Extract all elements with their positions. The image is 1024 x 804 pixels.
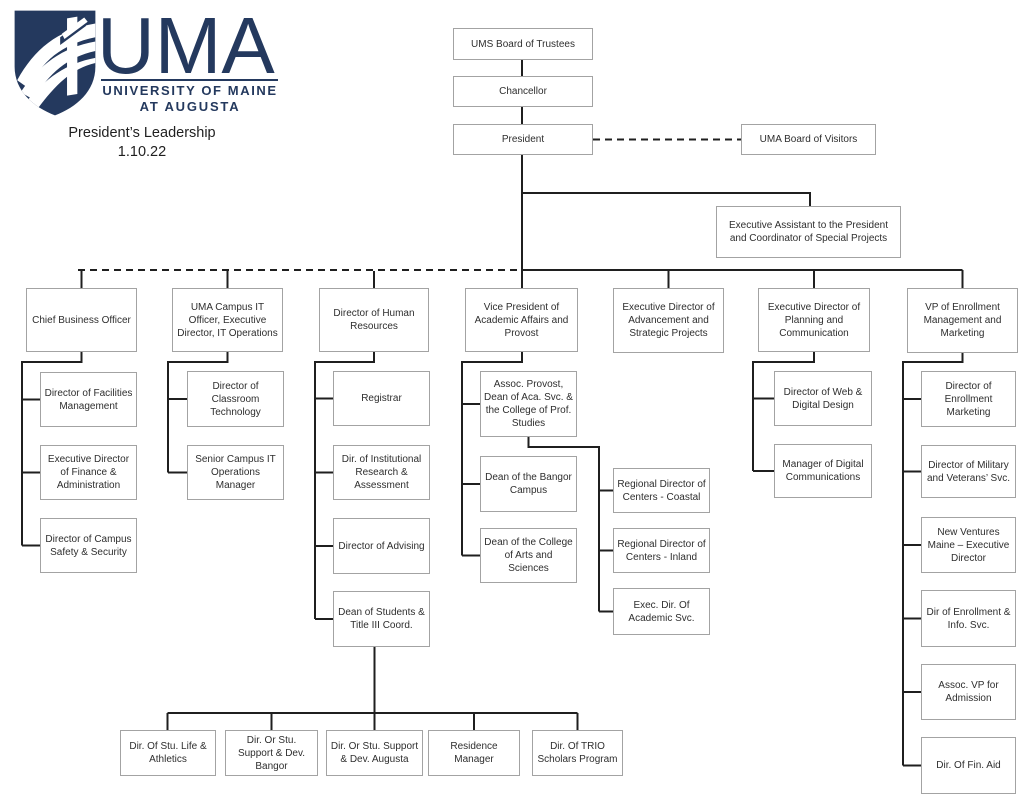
node-dean-of-students: Dean of Students & Title III Coord.: [333, 591, 430, 647]
chart-title-date: 1.10.22: [117, 143, 167, 160]
node-dir-trio-scholars: Dir. Of TRIO Scholars Program: [532, 730, 623, 776]
node-dir-student-life-athletics: Dir. Of Stu. Life & Athletics: [120, 730, 216, 776]
logo-university-line: UNIVERSITY OF MAINE: [102, 83, 278, 98]
node-senior-it-operations-manager: Senior Campus IT Operations Manager: [187, 445, 284, 500]
chart-title-heading: President’s Leadership: [68, 125, 216, 141]
node-dir-institutional-research: Dir. of Institutional Research & Assessm…: [333, 445, 430, 500]
node-uma-board-of-visitors: UMA Board of Visitors: [741, 124, 876, 155]
node-exec-dir-finance: Executive Director of Finance & Administ…: [40, 445, 137, 500]
node-vp-enrollment-management: VP of Enrollment Management and Marketin…: [907, 288, 1018, 353]
node-director-facilities: Director of Facilities Management: [40, 372, 137, 427]
node-regional-director-coastal: Regional Director of Centers - Coastal: [613, 468, 710, 513]
node-director-military-veterans: Director of Military and Veterans’ Svc.: [921, 445, 1016, 498]
node-director-classroom-technology: Director of Classroom Technology: [187, 371, 284, 427]
uma-wordmark: UMA: [97, 1, 275, 90]
logo-divider-rule: [101, 79, 278, 81]
node-director-enrollment-marketing: Director of Enrollment Marketing: [921, 371, 1016, 427]
node-chief-business-officer: Chief Business Officer: [26, 288, 137, 352]
node-dir-student-support-bangor: Dir. Or Stu. Support & Dev. Bangor: [225, 730, 318, 776]
node-assoc-vp-admission: Assoc. VP for Admission: [921, 664, 1016, 720]
node-assoc-provost: Assoc. Provost, Dean of Aca. Svc. & the …: [480, 371, 577, 437]
node-exec-dir-advancement: Executive Director of Advancement and St…: [613, 288, 724, 353]
node-exec-dir-academic-svc: Exec. Dir. Of Academic Svc.: [613, 588, 710, 635]
uma-shield-logo-icon: [14, 10, 96, 116]
chart-title: President’s Leadership 1.10.22: [36, 124, 248, 162]
node-registrar: Registrar: [333, 371, 430, 426]
node-dir-student-support-augusta: Dir. Or Stu. Support & Dev. Augusta: [326, 730, 423, 776]
connector-dashed-lines: [78, 138, 741, 271]
node-campus-it-officer: UMA Campus IT Officer, Executive Directo…: [172, 288, 283, 352]
node-executive-assistant: Executive Assistant to the President and…: [716, 206, 901, 258]
node-director-human-resources: Director of Human Resources: [319, 288, 429, 352]
node-manager-digital-communications: Manager of Digital Communications: [774, 444, 872, 498]
node-ums-board-of-trustees: UMS Board of Trustees: [453, 28, 593, 60]
node-vp-academic-affairs-provost: Vice President of Academic Affairs and P…: [465, 288, 578, 352]
node-new-ventures-maine: New Ventures Maine – Executive Director: [921, 517, 1016, 573]
node-director-campus-safety: Director of Campus Safety & Security: [40, 518, 137, 573]
node-director-advising: Director of Advising: [333, 518, 430, 574]
connector-solid-lines: [21, 60, 964, 767]
logo-campus-line: AT AUGUSTA: [139, 99, 241, 114]
node-director-web-digital-design: Director of Web & Digital Design: [774, 371, 872, 426]
node-regional-director-inland: Regional Director of Centers - Inland: [613, 528, 710, 573]
node-president: President: [453, 124, 593, 155]
node-chancellor: Chancellor: [453, 76, 593, 107]
node-dean-bangor-campus: Dean of the Bangor Campus: [480, 456, 577, 512]
node-dean-arts-sciences: Dean of the College of Arts and Sciences: [480, 528, 577, 583]
node-dir-enrollment-info-svc: Dir of Enrollment & Info. Svc.: [921, 590, 1016, 647]
node-dir-financial-aid: Dir. Of Fin. Aid: [921, 737, 1016, 794]
node-residence-manager: Residence Manager: [428, 730, 520, 776]
node-exec-dir-planning-communication: Executive Director of Planning and Commu…: [758, 288, 870, 352]
